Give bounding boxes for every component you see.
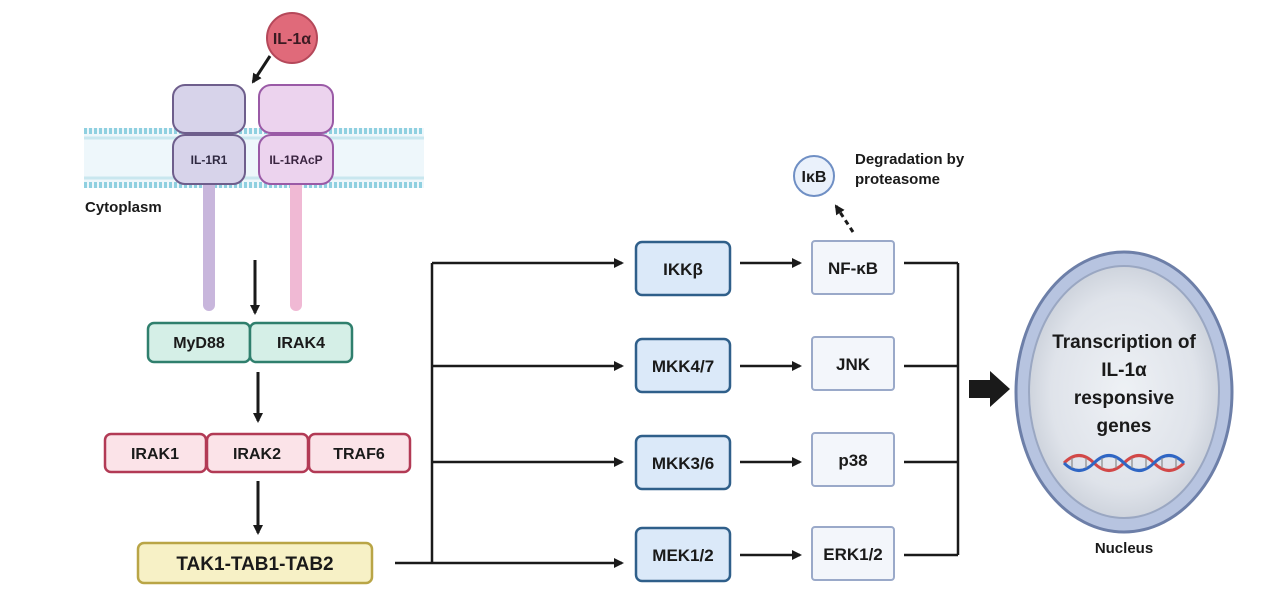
mkk36-box	[634, 434, 732, 491]
mkk36-label: MKK3/6	[652, 454, 714, 473]
nucleus-text-line4: genes	[1097, 416, 1152, 437]
jnk-box	[811, 336, 895, 391]
nucleus-text-line3: responsive	[1074, 388, 1174, 409]
ikb-degradation: IκB Degradation by proteasome	[793, 151, 965, 233]
mek12-label: MEK1/2	[652, 546, 713, 565]
ligand-label: IL-1α	[273, 31, 311, 48]
il1r1-receptor: IL-1R1	[172, 84, 246, 311]
nucleus-text-line1: Transcription of	[1052, 332, 1196, 353]
target-column: NF-κB JNK p38 ERK1/2	[811, 240, 895, 581]
tak-label: TAK1-TAB1-TAB2	[176, 554, 333, 575]
mapkk-column: IKKβ MKK4/7 MKK3/6 MEK1/2	[634, 240, 732, 583]
erk12-label: ERK1/2	[823, 545, 883, 564]
traf6-box	[307, 432, 412, 474]
nfkb-box	[811, 240, 895, 295]
jnk-label: JNK	[836, 355, 871, 374]
ikkb-label: IKKβ	[663, 260, 703, 279]
adaptor-row: MyD88 IRAK4	[146, 321, 354, 364]
ikb-label: IκB	[802, 169, 827, 186]
merge-connector	[904, 261, 960, 557]
ikb-note-line1: Degradation by	[855, 151, 965, 168]
nfkb-label: NF-κB	[828, 259, 878, 278]
ikkb-box	[634, 240, 732, 297]
mapkk-to-target-arrows	[740, 258, 802, 560]
cytoplasm-label: Cytoplasm	[85, 199, 162, 216]
il1racp-receptor: IL-1RAcP	[258, 84, 334, 311]
nucleus: Transcription of IL-1α responsive genes	[1014, 250, 1234, 534]
myd88-label: MyD88	[173, 335, 225, 352]
p38-box	[811, 432, 895, 487]
ikb-note-line2: proteasome	[855, 171, 940, 188]
block-arrow-to-nucleus	[969, 371, 1010, 407]
il1a-ligand: IL-1α	[266, 12, 318, 64]
kinase-row: IRAK1 IRAK2 TRAF6	[103, 432, 412, 474]
nucleus-text-line2: IL-1α	[1101, 360, 1147, 381]
dna-icon	[1062, 454, 1186, 472]
cell-membrane	[84, 128, 424, 188]
p38-label: p38	[838, 451, 867, 470]
ligand-arrow	[251, 55, 272, 84]
erk12-box	[811, 526, 895, 581]
mkk47-box	[634, 337, 732, 394]
irak4-box	[248, 321, 354, 364]
traf6-label: TRAF6	[333, 446, 385, 463]
mek12-box	[634, 526, 732, 583]
irak2-label: IRAK2	[233, 446, 281, 463]
branch-connector	[395, 258, 624, 568]
nucleus-label: Nucleus	[1095, 540, 1153, 557]
tak-complex: TAK1-TAB1-TAB2	[136, 541, 374, 585]
il1r1-label: IL-1R1	[191, 153, 228, 167]
il1racp-label: IL-1RAcP	[269, 153, 322, 167]
irak4-label: IRAK4	[277, 335, 325, 352]
irak1-label: IRAK1	[131, 446, 179, 463]
mkk47-label: MKK4/7	[652, 357, 714, 376]
